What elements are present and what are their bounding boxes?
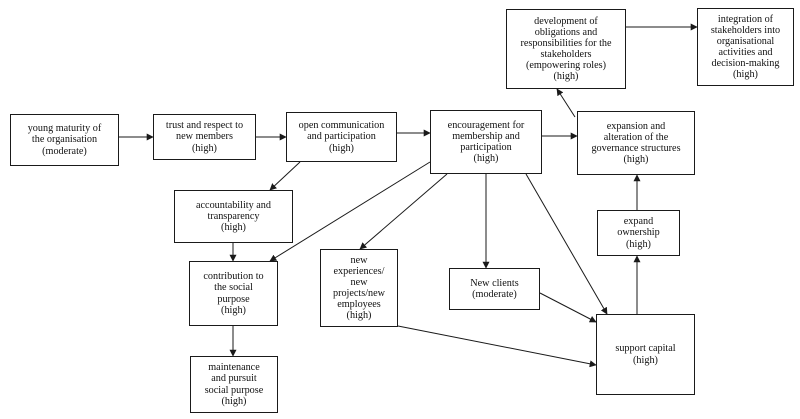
node-trust-respect: trust and respect to new members (high) <box>153 114 256 160</box>
arrow-new-experiences-to-support-capital <box>397 325 597 368</box>
node-encouragement: encouragement for membership and partici… <box>430 110 542 174</box>
node-label: maintenance and pursuit social purpose (… <box>204 362 264 407</box>
arrow-encouragement-to-support-capital <box>525 173 608 315</box>
node-expansion-governance: expansion and alteration of the governan… <box>577 111 695 175</box>
node-label: New clients (moderate) <box>470 277 519 300</box>
node-label: encouragement for membership and partici… <box>447 119 525 165</box>
node-new-experiences: new experiences/ new projects/new employ… <box>320 249 398 327</box>
arrow-expansion-governance-to-development-obligations <box>556 88 576 118</box>
arrow-encouragement-to-new-experiences <box>359 173 448 250</box>
arrow-encouragement-to-contribution-social <box>269 161 431 262</box>
node-open-communication: open communication and participation (hi… <box>286 112 397 162</box>
node-maintenance-social: maintenance and pursuit social purpose (… <box>190 356 278 413</box>
node-label: development of obligations and responsib… <box>520 15 612 83</box>
node-expand-ownership: expand ownership (high) <box>597 210 680 256</box>
node-label: expansion and alteration of the governan… <box>591 120 681 166</box>
node-label: accountability and transparency (high) <box>196 199 271 233</box>
node-label: open communication and participation (hi… <box>298 120 385 154</box>
node-label: young maturity of the organisation (mode… <box>27 123 102 157</box>
node-integration-stakeholders: integration of stakeholders into organis… <box>697 8 794 86</box>
node-new-clients: New clients (moderate) <box>449 268 540 310</box>
node-development-obligations: development of obligations and responsib… <box>506 9 626 89</box>
node-contribution-social: contribution to the social purpose (high… <box>189 261 278 326</box>
node-label: integration of stakeholders into organis… <box>710 13 781 81</box>
node-label: trust and respect to new members (high) <box>165 120 244 154</box>
node-label: new experiences/ new projects/new employ… <box>332 254 386 322</box>
arrow-open-communication-to-accountability <box>269 161 301 191</box>
node-label: support capital (high) <box>615 343 676 366</box>
node-support-capital: support capital (high) <box>596 314 695 395</box>
node-label: contribution to the social purpose (high… <box>203 271 264 316</box>
node-label: expand ownership (high) <box>617 216 660 250</box>
node-young-maturity: young maturity of the organisation (mode… <box>10 114 119 166</box>
arrow-new-clients-to-support-capital <box>539 292 597 323</box>
node-accountability: accountability and transparency (high) <box>174 190 293 243</box>
